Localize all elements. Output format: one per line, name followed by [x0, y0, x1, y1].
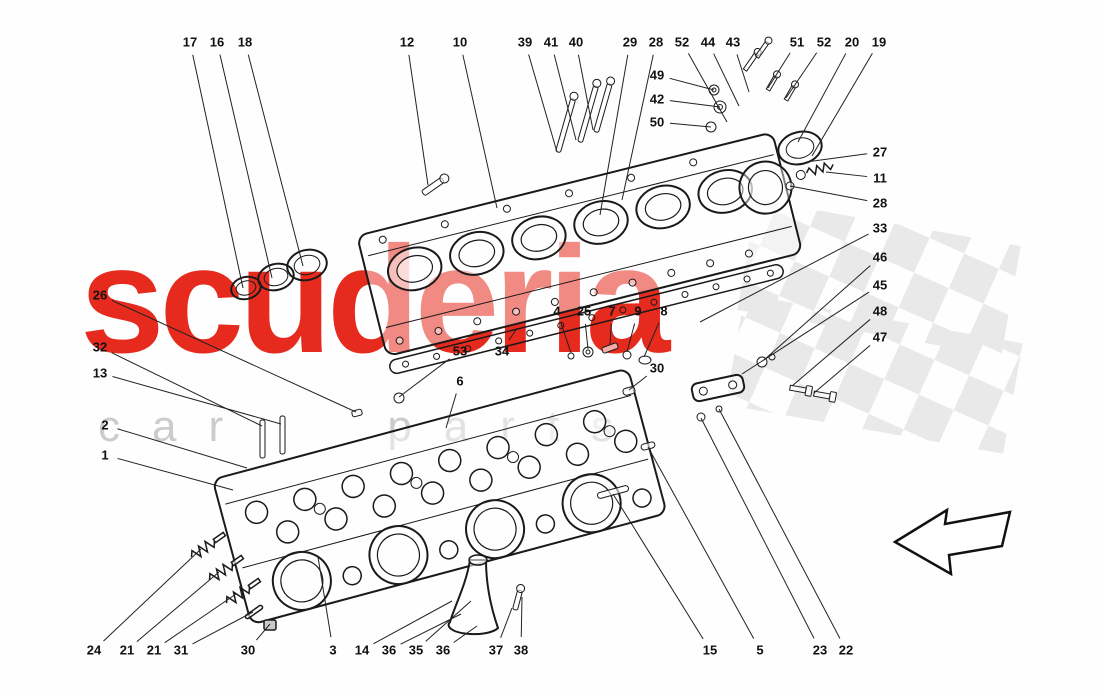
leader-line-53: [398, 358, 450, 398]
leader-line-21: [164, 593, 237, 644]
leader-lines: [103, 52, 873, 645]
leader-line-11: [825, 171, 868, 178]
leader-line-33: [699, 233, 869, 323]
leader-line-4: [560, 323, 572, 354]
leader-line-17: [192, 54, 244, 289]
cylinder-head-assembly: [213, 369, 666, 624]
direction-arrow: [892, 507, 1012, 577]
leader-line-42: [669, 100, 721, 108]
leader-line-28: [789, 185, 868, 202]
leader-line-30: [256, 623, 271, 641]
leader-line-31: [192, 611, 254, 645]
screw-spring: [785, 161, 834, 191]
leader-line-10: [462, 54, 498, 209]
leader-line-20: [797, 53, 847, 143]
leader-line-30: [628, 375, 648, 391]
leader-line-37: [500, 607, 513, 639]
leader-line-14: [373, 600, 453, 645]
valve-springs: [190, 531, 277, 631]
cam-cover-assembly: [358, 133, 802, 356]
leader-line-32: [111, 352, 263, 427]
leader-line-12: [408, 54, 429, 186]
leader-line-39: [528, 54, 558, 153]
leader-line-26: [111, 299, 357, 413]
leader-line-18: [247, 54, 304, 267]
leader-line-5: [647, 446, 755, 639]
cover-gasket: [389, 263, 784, 375]
leader-line-52: [785, 52, 818, 99]
leader-line-34: [508, 327, 518, 341]
leader-line-22: [718, 408, 841, 639]
leader-line-47: [813, 345, 871, 394]
leader-line-29: [599, 54, 629, 216]
leader-line-16: [219, 54, 273, 279]
watermark-brand-text: scuderia: [80, 224, 670, 376]
leader-line-27: [805, 153, 868, 163]
leader-line-7: [609, 323, 612, 345]
leader-line-48: [791, 319, 871, 387]
leader-line-38: [520, 596, 523, 638]
leader-line-24: [103, 548, 202, 642]
head-studs: [259, 415, 286, 459]
leader-line-35: [425, 600, 472, 642]
leader-line-25: [584, 323, 589, 350]
leader-line-41: [553, 54, 577, 141]
leader-line-8: [643, 322, 660, 358]
leader-line-40: [577, 54, 594, 131]
leader-line-44: [713, 53, 740, 107]
leader-line-15: [612, 493, 704, 640]
leader-line-51: [767, 52, 791, 89]
leader-line-23: [700, 417, 815, 639]
leader-line-1: [117, 457, 234, 491]
leader-line-36: [453, 625, 478, 643]
bracket-assembly: [690, 353, 837, 403]
leader-line-6: [445, 393, 457, 429]
leader-line-21: [136, 571, 220, 642]
seal-rings: [230, 248, 328, 301]
leader-line-50: [669, 122, 712, 128]
leader-line-28: [621, 54, 654, 201]
leader-line-13: [112, 376, 282, 425]
checkered-flag-watermark: [725, 199, 1023, 454]
leader-line-19: [811, 52, 873, 157]
leader-line-52: [687, 53, 728, 123]
top-studs: [421, 76, 616, 196]
intake-runner: [447, 554, 526, 636]
leader-line-49: [669, 77, 715, 91]
leader-line-2: [117, 428, 248, 469]
leader-line-43: [736, 54, 750, 93]
leader-line-3: [317, 556, 332, 638]
leader-line-9: [626, 323, 636, 353]
leader-line-45: [741, 291, 870, 375]
leader-line-46: [763, 265, 871, 361]
